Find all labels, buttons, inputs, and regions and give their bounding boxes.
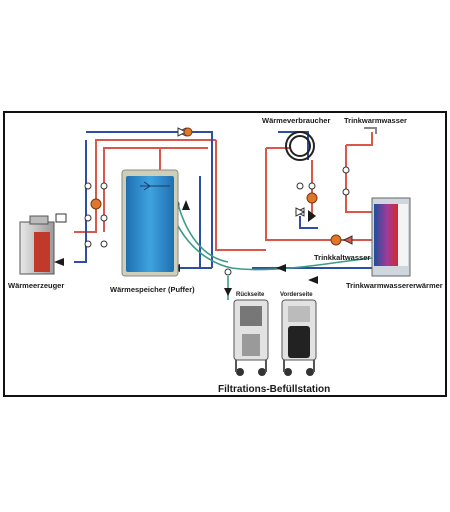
label-front-side: Vorderseite	[280, 292, 313, 298]
label-heat-consumer: Wärmeverbraucher	[262, 116, 330, 125]
water-heater	[371, 197, 411, 277]
label-back-side: Rückseite	[236, 292, 265, 298]
supply-pipes	[74, 132, 373, 251]
label-water-heater: Trinkwarmwassererwärmer	[346, 281, 443, 290]
buffer-tank	[121, 169, 179, 277]
heat-generator	[19, 215, 55, 275]
filling-station-back	[233, 299, 269, 376]
label-cold-water: Trinkkaltwasser	[314, 253, 370, 262]
label-station: Filtrations-Befüllstation	[218, 384, 330, 395]
label-heat-generator: Wärmeerzeuger	[8, 281, 64, 290]
heat-generator-valve	[55, 213, 67, 223]
pump-icons	[90, 127, 342, 246]
label-buffer: Wärmespeicher (Puffer)	[110, 285, 195, 294]
label-hot-water: Trinkwarmwasser	[344, 116, 407, 125]
heat-consumer-coil	[285, 131, 315, 161]
filling-line	[165, 185, 373, 358]
hot-water-tap-icon	[364, 127, 377, 134]
filling-station-front	[281, 299, 317, 376]
return-pipes	[74, 131, 372, 269]
flow-arrows	[54, 200, 318, 296]
